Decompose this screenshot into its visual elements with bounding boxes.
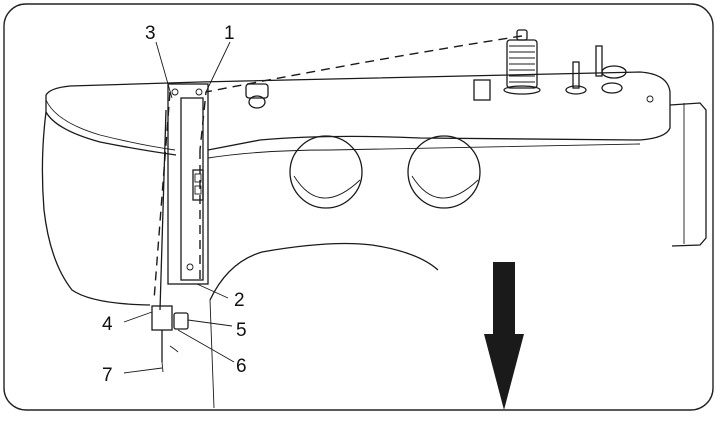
down-arrow-icon [484,262,524,410]
callout-2: 2 [234,290,245,311]
callout-6: 6 [236,356,247,377]
callout-4: 4 [102,314,113,335]
needle-assembly [151,109,189,373]
thread-spool-icon [503,29,541,95]
callout-leaders [123,41,235,374]
callout-5: 5 [236,320,247,341]
callout-3: 3 [145,23,156,44]
callout-1: 1 [224,23,235,44]
upper-thread-guide-icon [245,79,491,109]
stitch-dial-right [407,135,481,209]
diagram-frame [3,3,714,411]
callout-7: 7 [102,365,113,386]
stitch-dial-left [289,135,363,209]
thread-path [199,35,523,151]
take-up-lever-housing [167,83,209,285]
bobbin-winder-icon [565,45,654,103]
